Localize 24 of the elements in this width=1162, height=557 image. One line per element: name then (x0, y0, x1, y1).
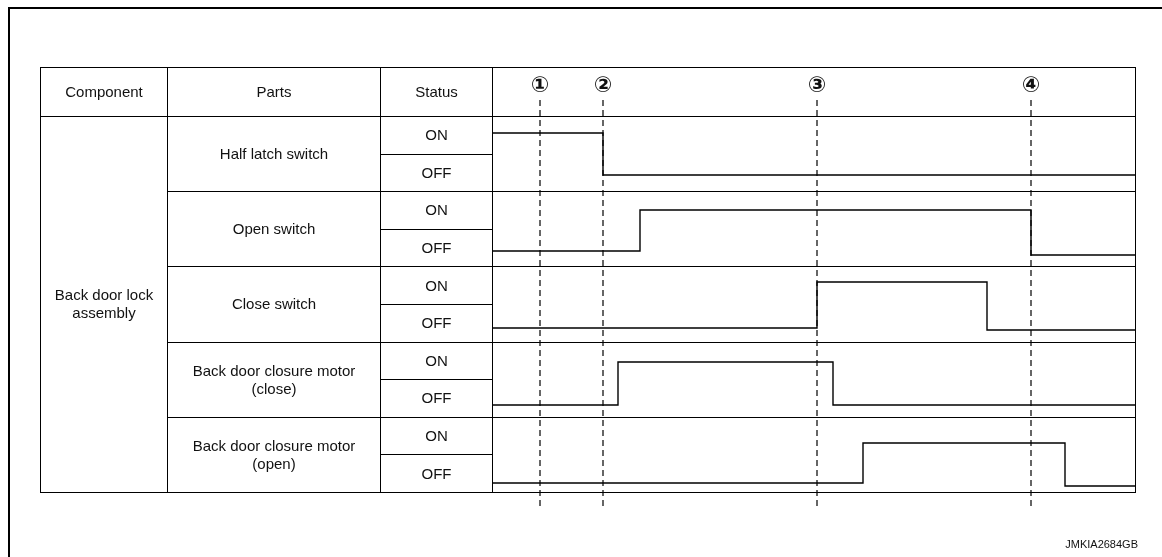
timing-marker: ① (530, 74, 550, 96)
cell-text: ON (425, 126, 448, 145)
cell-text: OFF (421, 239, 452, 258)
cell-text: OFF (421, 163, 452, 182)
figure-code: JMKIA2684GB (1065, 538, 1138, 550)
cell-text: Back door lock assembly (53, 286, 155, 323)
cell-text: Back door closure motor (open) (191, 436, 357, 473)
cell-text: Open switch (232, 220, 316, 239)
cell-text: Half latch switch (219, 145, 329, 164)
cell-text: ON (425, 201, 448, 220)
cell-text: ON (425, 351, 448, 370)
cell-text: OFF (421, 314, 452, 333)
cell-text: OFF (421, 389, 452, 408)
timing-marker: ④ (1021, 74, 1041, 96)
cell-text: Back door closure motor (close) (191, 361, 357, 398)
timing-marker: ② (593, 74, 613, 96)
timing-marker: ③ (807, 74, 827, 96)
cell-text: Parts (256, 83, 292, 101)
cell-text: Status (415, 83, 458, 101)
cell-text: ON (425, 276, 448, 295)
cell-text: OFF (421, 464, 452, 483)
cell-text: Close switch (231, 295, 317, 314)
cell-text: Component (65, 83, 143, 101)
cell-text: ON (425, 427, 448, 446)
